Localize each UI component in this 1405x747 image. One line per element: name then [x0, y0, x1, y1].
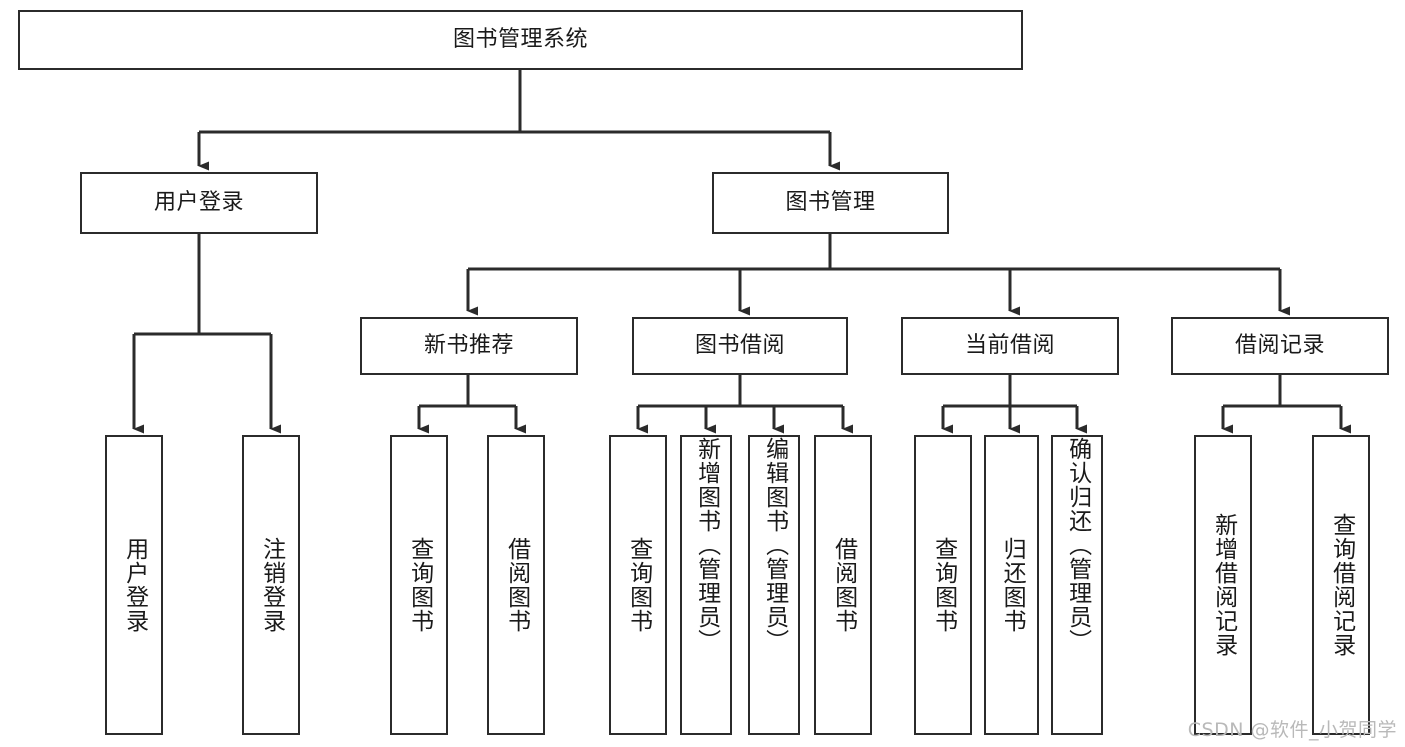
node-current-borrow[interactable]: 当前借阅 [901, 317, 1119, 375]
node-label: 当前借阅 [964, 333, 1055, 359]
node-leaf-user-login[interactable]: 用户登录 [105, 435, 163, 735]
node-label: 新书推荐 [423, 333, 514, 359]
node-leaf-query-book-borrow[interactable]: 查询图书 [609, 435, 667, 735]
node-label: 归还图书 [999, 537, 1026, 633]
node-new-book-recommend[interactable]: 新书推荐 [360, 317, 578, 375]
csdn-watermark: CSDN @软件_小贺同学 [1187, 719, 1397, 741]
node-label: 新增图书（管理员） [693, 437, 720, 653]
node-label: 查询图书 [406, 537, 433, 633]
node-book-management[interactable]: 图书管理 [712, 172, 949, 234]
node-user-login[interactable]: 用户登录 [80, 172, 318, 234]
node-label: 图书管理系统 [452, 27, 588, 53]
node-borrow-record[interactable]: 借阅记录 [1171, 317, 1389, 375]
node-book-borrow[interactable]: 图书借阅 [632, 317, 848, 375]
node-label: 新增借阅记录 [1210, 513, 1237, 657]
node-leaf-confirm-return-admin[interactable]: 确认归还（管理员） [1051, 435, 1103, 735]
node-leaf-query-borrow-record[interactable]: 查询借阅记录 [1312, 435, 1370, 735]
node-label: 查询图书 [625, 537, 652, 633]
node-label: 借阅记录 [1234, 333, 1325, 359]
node-leaf-query-book-recommend[interactable]: 查询图书 [390, 435, 448, 735]
node-leaf-return-book[interactable]: 归还图书 [984, 435, 1039, 735]
node-leaf-query-book-current[interactable]: 查询图书 [914, 435, 972, 735]
node-leaf-add-borrow-record[interactable]: 新增借阅记录 [1194, 435, 1252, 735]
node-leaf-borrow-book-recommend[interactable]: 借阅图书 [487, 435, 545, 735]
node-leaf-borrow-book[interactable]: 借阅图书 [814, 435, 872, 735]
node-label: 注销登录 [258, 537, 285, 633]
node-label: 编辑图书（管理员） [761, 437, 788, 653]
node-label: 查询借阅记录 [1328, 513, 1355, 657]
node-label: 图书管理 [785, 190, 876, 216]
node-label: 用户登录 [153, 190, 244, 216]
node-label: 查询图书 [930, 537, 957, 633]
node-leaf-add-book-admin[interactable]: 新增图书（管理员） [680, 435, 732, 735]
node-label: 图书借阅 [694, 333, 785, 359]
node-leaf-edit-book-admin[interactable]: 编辑图书（管理员） [748, 435, 800, 735]
node-label: 借阅图书 [503, 537, 530, 633]
node-leaf-logout[interactable]: 注销登录 [242, 435, 300, 735]
node-root-book-management-system[interactable]: 图书管理系统 [18, 10, 1023, 70]
node-label: 用户登录 [121, 537, 148, 633]
node-label: 确认归还（管理员） [1064, 437, 1091, 653]
node-label: 借阅图书 [830, 537, 857, 633]
